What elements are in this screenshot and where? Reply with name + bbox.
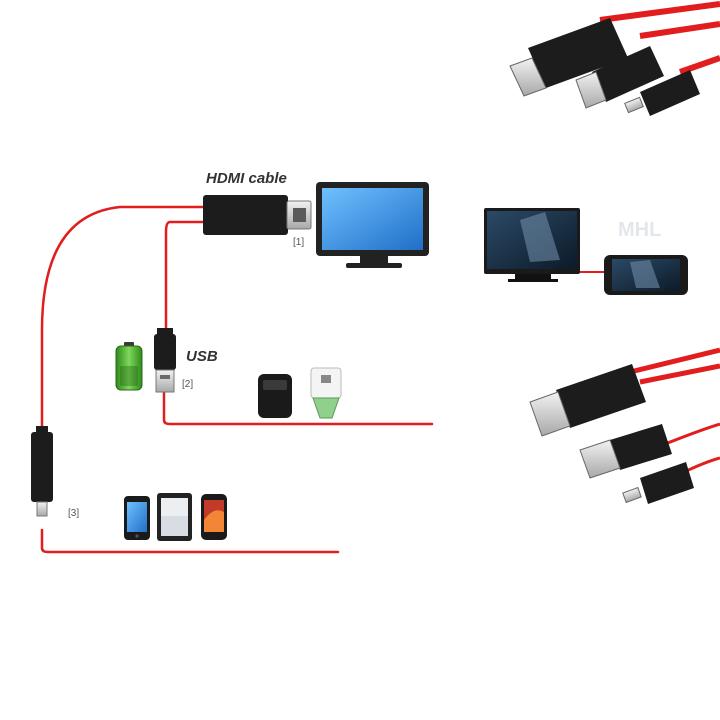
micro-usb-plug-icon: [622, 462, 694, 504]
power-adapter-icon: [258, 374, 292, 418]
micro-usb-plug-icon: [624, 70, 700, 116]
hdmi-plug-icon: [509, 18, 628, 97]
power-adapter-icon: [310, 367, 342, 419]
usb-plug-icon: [579, 424, 672, 479]
mirroring-photo: MHL: [484, 208, 688, 295]
hdmi-plug-icon: [529, 364, 646, 437]
smartphone-icon: [201, 494, 227, 540]
tablet-icon: [157, 493, 192, 541]
port-1-label: [1]: [293, 237, 305, 248]
battery-icon: [115, 342, 143, 391]
usb-plug-icon: [575, 46, 664, 109]
smartphone-icon: [604, 255, 688, 295]
monitor-icon: [484, 208, 580, 282]
hdmi-cable-label: HDMI cable: [206, 170, 287, 187]
product-photo-top: [500, 0, 720, 118]
product-photo-bottom: [529, 347, 720, 504]
usb-plug-icon: [154, 328, 176, 393]
micro-usb-plug-icon: [31, 426, 53, 517]
svg-text:MHL: MHL: [618, 219, 661, 241]
smartphone-icon: [124, 496, 150, 540]
cable-lines: [40, 205, 434, 554]
port-3-label: [3]: [68, 508, 80, 519]
monitor-icon: [316, 182, 429, 268]
port-2-label: [2]: [182, 379, 194, 390]
hdmi-plug-icon: [203, 195, 312, 235]
usb-label: USB: [186, 348, 218, 365]
